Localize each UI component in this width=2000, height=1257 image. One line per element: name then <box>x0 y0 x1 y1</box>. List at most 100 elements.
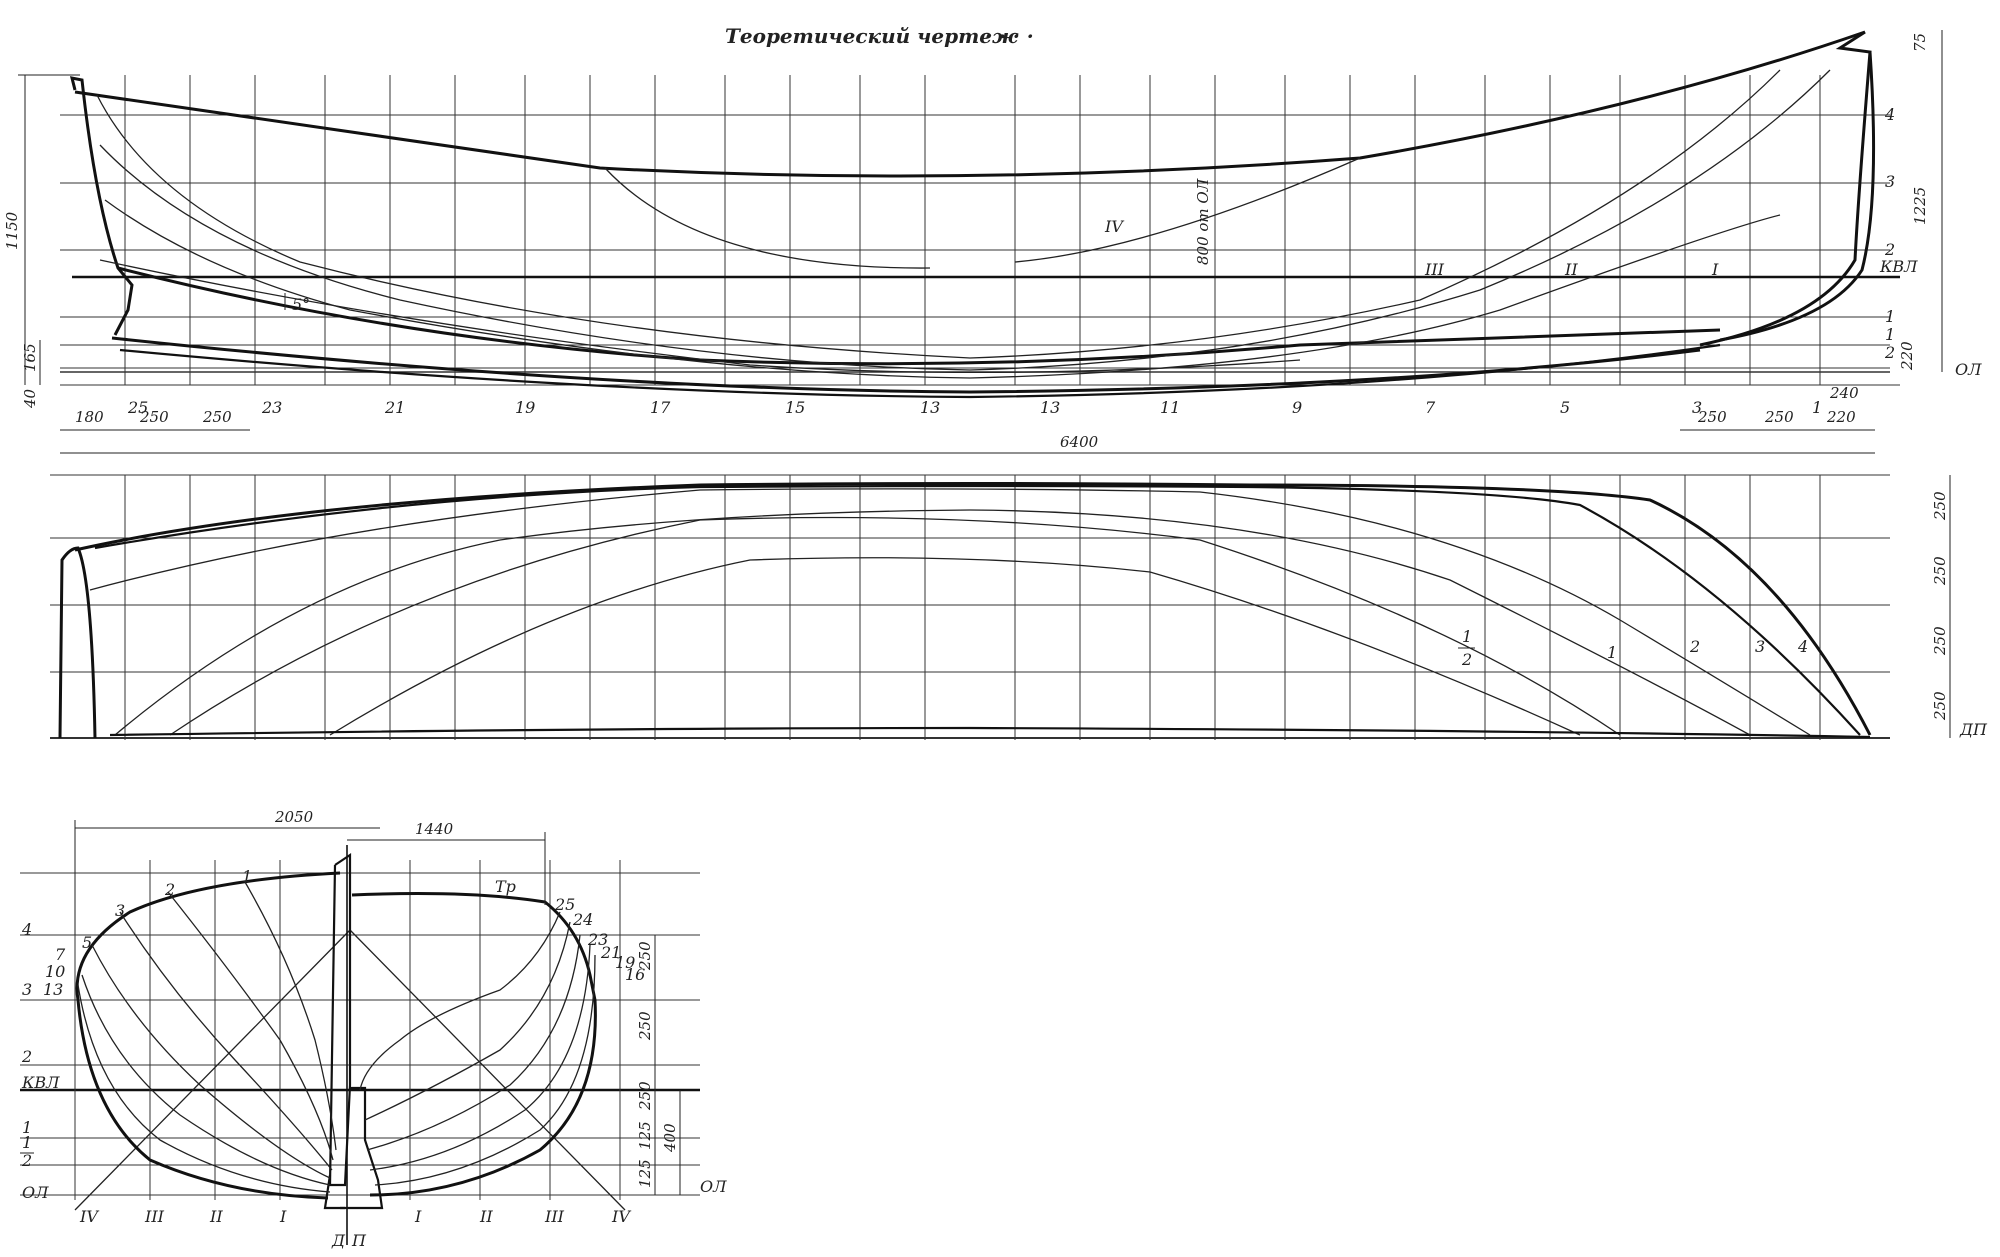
dim-r-220: 220 <box>1898 341 1916 371</box>
aft-station-5 <box>91 944 331 1179</box>
station-label: 15 <box>785 398 805 417</box>
buttock-line-II <box>99 69 1831 371</box>
station-label: 9 <box>1292 398 1302 417</box>
plan-dp-label: ДП <box>1959 720 1988 739</box>
plan-dim-250-b: 250 <box>1931 556 1949 586</box>
body-wl-4: 4 <box>21 920 32 939</box>
dim-bow-240: 240 <box>1829 384 1859 402</box>
aft-station-10 <box>77 984 331 1193</box>
body-wl-half-num: 1 <box>22 1133 32 1152</box>
deck-line <box>74 482 1872 736</box>
buttock-line-I <box>96 69 1781 359</box>
body-aft-13: 13 <box>43 980 63 999</box>
station-label: 11 <box>1160 398 1180 417</box>
keel-line-2 <box>119 343 1721 399</box>
body-fwd-16: 16 <box>625 965 645 984</box>
bow-outline <box>1699 30 1872 347</box>
aft-station-outer <box>75 871 341 1200</box>
body-dp-p: П <box>351 1231 367 1250</box>
fwd-station-23 <box>366 934 581 1151</box>
plan-dim-250-d: 250 <box>1931 691 1949 721</box>
dim-bow-250a: 250 <box>1697 408 1727 426</box>
station-label: 25 <box>127 398 148 417</box>
plan-label-1: 1 <box>1607 643 1617 662</box>
stem-inner <box>1719 51 1876 342</box>
plan-dim-250-a: 250 <box>1931 491 1949 521</box>
dim-keel: 40 <box>21 388 39 409</box>
drawing-title: Теоретический чертеж <box>725 24 1019 48</box>
station-label: 23 <box>261 398 282 417</box>
body-aft-2: 2 <box>164 880 175 899</box>
body-fwd-tr: Тр <box>495 877 516 896</box>
buttock-line-IV-aft <box>604 167 931 269</box>
wl-label-2: 2 <box>1884 240 1895 259</box>
body-aft-10: 10 <box>45 962 65 981</box>
sheer-line <box>74 30 1866 178</box>
body-bt-IV-aft: IV <box>79 1207 99 1226</box>
title-dots: · · · · <box>985 24 1034 48</box>
body-bt-I-fwd: I <box>414 1207 422 1226</box>
dim-r-75: 75 <box>1911 33 1929 52</box>
wl-label-2b: 2 <box>1884 343 1895 362</box>
profile-view: 4 3 2 КВЛ 1 1 2 ОЛ IV III II I 800 от ОЛ… <box>3 30 1982 454</box>
body-fwd-19: 19 <box>615 953 635 972</box>
body-ol-right: ОЛ <box>700 1177 727 1196</box>
body-fwd-21: 21 <box>600 943 621 962</box>
buttock-line-IV-fwd <box>1014 157 1361 263</box>
body-fwd-25: 25 <box>554 895 575 914</box>
aft-station-2 <box>167 891 334 1161</box>
keel-plan <box>109 726 1871 739</box>
fwd-station-outer <box>351 892 597 1197</box>
body-dim-250-a: 250 <box>636 941 654 971</box>
body-bt-II-aft: II <box>209 1207 223 1226</box>
body-bt-III-aft: III <box>144 1207 165 1226</box>
body-wl-ol: ОЛ <box>22 1183 49 1202</box>
keel-section-aft <box>323 1174 345 1210</box>
station-label: 13 <box>1040 398 1060 417</box>
plan-grid <box>50 474 1890 739</box>
plan-label-4: 4 <box>1797 637 1808 656</box>
dim-stern-180: 180 <box>75 408 104 426</box>
fwd-station-21 <box>369 944 591 1171</box>
stem-post <box>328 852 352 1187</box>
dim-r-1225: 1225 <box>1911 187 1929 225</box>
buttock-label-II: II <box>1564 260 1578 279</box>
waterline-1-plan <box>169 516 1621 736</box>
body-fwd-24: 24 <box>572 910 593 929</box>
body-dim-250-c: 250 <box>636 1081 654 1111</box>
wl-label-1b: 1 <box>1885 325 1895 344</box>
body-fwd-23: 23 <box>587 930 608 949</box>
body-aft-7: 7 <box>55 945 66 964</box>
station-label: 7 <box>1425 398 1436 417</box>
wl-label-1: 1 <box>1885 307 1895 326</box>
body-aft-5: 5 <box>82 933 92 952</box>
body-aft-3: 3 <box>115 901 125 920</box>
fwd-station-24 <box>364 921 571 1121</box>
stern-outline <box>69 76 134 336</box>
body-aft-1: 1 <box>242 867 252 886</box>
body-dim-125-a: 125 <box>636 1121 654 1150</box>
keel-section <box>340 1086 384 1210</box>
wl-label-ol: ОЛ <box>1955 360 1982 379</box>
angle-note: 5° <box>292 295 310 314</box>
body-dim-2050: 2050 <box>274 808 314 826</box>
body-bt-IV-fwd: IV <box>611 1207 631 1226</box>
half-breadth-plan: 1 2 1 2 3 4 250 250 250 250 ДП <box>50 474 1988 740</box>
body-wl-3: 3 <box>22 980 32 999</box>
station-label: 1 <box>1812 398 1822 417</box>
wl-label-kvl: КВЛ <box>1879 257 1918 276</box>
profile-station-lines <box>124 75 1821 385</box>
buttock-line-III <box>104 199 1781 379</box>
profile-grid <box>60 114 1900 386</box>
body-dim-1440: 1440 <box>415 820 454 838</box>
waterline-2-plan <box>114 509 1751 736</box>
dim-bow-220: 220 <box>1826 408 1856 426</box>
body-dp-d: Д <box>331 1231 346 1250</box>
wl-label-3: 3 <box>1885 172 1895 191</box>
body-dim-400: 400 <box>661 1123 679 1153</box>
plan-label-half-num: 1 <box>1462 627 1472 646</box>
body-dim-250-b: 250 <box>636 1011 654 1041</box>
body-wl-1: 1 <box>22 1118 32 1137</box>
aft-station-7 <box>81 974 331 1186</box>
